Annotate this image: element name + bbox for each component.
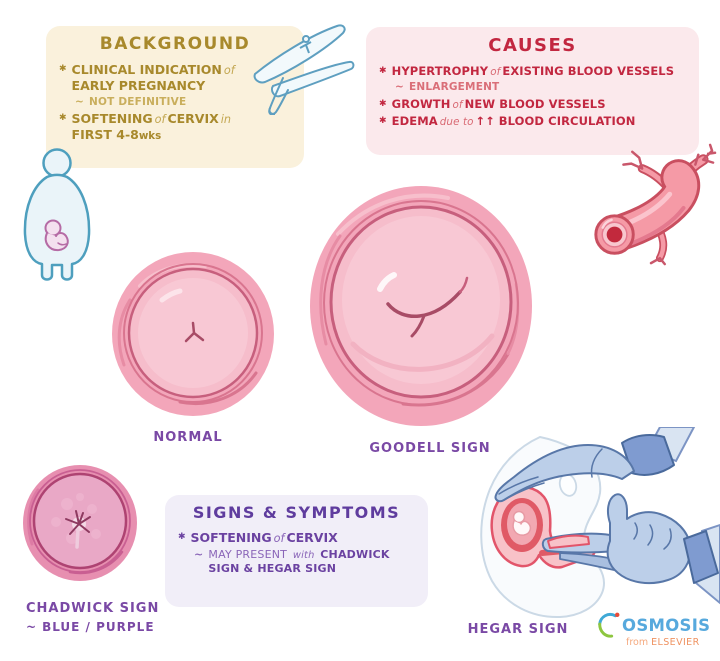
speculum-icon: [253, 24, 355, 115]
label-goodell-sign: GOODELL SIGN: [369, 441, 491, 456]
causes-subbullet: ~ ENLARGEMENT: [395, 81, 691, 94]
osmosis-logo: OSMOSIS from ELSEVIER: [596, 611, 720, 648]
background-title: BACKGROUND: [99, 34, 251, 54]
signs-subbullet: ~ MAY PRESENT with CHADWICK SIGN & HEGAR…: [194, 548, 390, 575]
star-bullet-icon: ✱: [178, 532, 186, 542]
star-bullet-icon: ✱: [379, 116, 387, 127]
logo-tagline: from ELSEVIER: [626, 637, 700, 648]
signs-title: SIGNS & SYMPTOMS: [192, 503, 401, 522]
tilde-bullet-icon: ~: [194, 548, 204, 562]
up-arrows-icon: ↑↑: [475, 114, 496, 129]
cervix-goodell-illustration: [310, 186, 532, 426]
hegar-exam-illustration: [480, 427, 720, 619]
bullet-text: EARLY PREGNANCY: [71, 78, 206, 94]
logo-brand-text: OSMOSIS: [622, 615, 711, 635]
label-chadwick-color: ~BLUE / PURPLE: [26, 620, 155, 634]
causes-title: CAUSES: [488, 35, 577, 56]
pregnant-person-icon: [23, 148, 91, 281]
background-subbullet: ~ NOT DEFINITIVE: [75, 96, 296, 109]
tilde-bullet-icon: ~: [26, 620, 38, 634]
subbullet-text: NOT DEFINITIVE: [89, 95, 187, 108]
subbullet-text: ENLARGEMENT: [409, 80, 500, 93]
tilde-bullet-icon: ~: [395, 80, 404, 93]
star-bullet-icon: ✱: [59, 113, 67, 124]
osmosis-swirl-icon: [598, 612, 620, 638]
label-hegar-sign: HEGAR SIGN: [467, 622, 569, 637]
blood-vessel-icon: [594, 143, 717, 266]
star-bullet-icon: ✱: [59, 64, 67, 74]
star-bullet-icon: ✱: [379, 66, 387, 76]
label-chadwick-sign: CHADWICK SIGN: [26, 601, 160, 616]
tilde-bullet-icon: ~: [75, 95, 84, 108]
cervix-chadwick-illustration: [23, 465, 137, 581]
star-bullet-icon: ✱: [379, 98, 387, 109]
bullet-text: CLINICAL INDICATION: [71, 62, 222, 77]
label-normal: NORMAL: [153, 430, 223, 445]
cervix-normal-illustration: [112, 252, 274, 416]
